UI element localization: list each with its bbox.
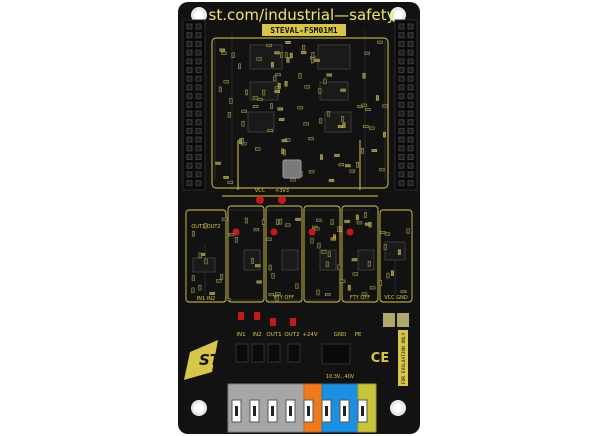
bottom-components <box>235 343 351 365</box>
out1-label: OUT1 <box>266 332 281 338</box>
in1-label: IN1 <box>236 332 245 338</box>
terminal-block <box>227 383 377 433</box>
channel-leds <box>232 228 354 236</box>
status-leds <box>256 196 286 204</box>
ce-mark: CE <box>371 351 389 366</box>
channel-ics <box>192 241 406 273</box>
part-label: STEVAL-FSM01M1 <box>270 26 338 35</box>
smd-components <box>215 40 388 184</box>
fty-off-label-2: FTY OFF <box>350 295 370 301</box>
svg-text:ST: ST <box>199 351 222 369</box>
silk-outlines <box>211 37 389 197</box>
eval-label-box <box>398 330 408 386</box>
st-logo: ST <box>184 340 222 380</box>
channel-blocks <box>185 205 413 303</box>
vdc-range-label: 10.3V...40V <box>326 374 355 380</box>
left-pin-header <box>182 19 206 191</box>
in1-in2-label: IN1 IN2 <box>197 296 215 302</box>
bottom-leds <box>238 312 409 327</box>
in2-label: IN2 <box>252 332 261 338</box>
right-pin-header <box>394 19 418 191</box>
gnd-label: GND <box>334 332 347 338</box>
inductor <box>282 159 302 179</box>
smd-components-mid <box>191 212 410 302</box>
3v3-label: +3V3 <box>275 188 289 194</box>
vcc-label: VCC <box>255 188 266 194</box>
24v-label: +24V <box>302 332 318 338</box>
part-label-box <box>262 24 346 36</box>
url-label: st.com/industrial—safety <box>209 6 396 24</box>
fty-off-label-1: FTY OFF <box>274 295 294 301</box>
mounting-holes <box>191 7 406 416</box>
out1-out2-label: OUT1 OUT2 <box>191 224 220 230</box>
vcc-gnd-label: VCC GND <box>384 295 408 301</box>
pe-label: PE <box>355 332 362 338</box>
for-evaluation-label: FOR EVALUATION ONLY <box>401 332 407 384</box>
out2-label: OUT2 <box>284 332 299 338</box>
pcb-traces <box>204 30 396 301</box>
